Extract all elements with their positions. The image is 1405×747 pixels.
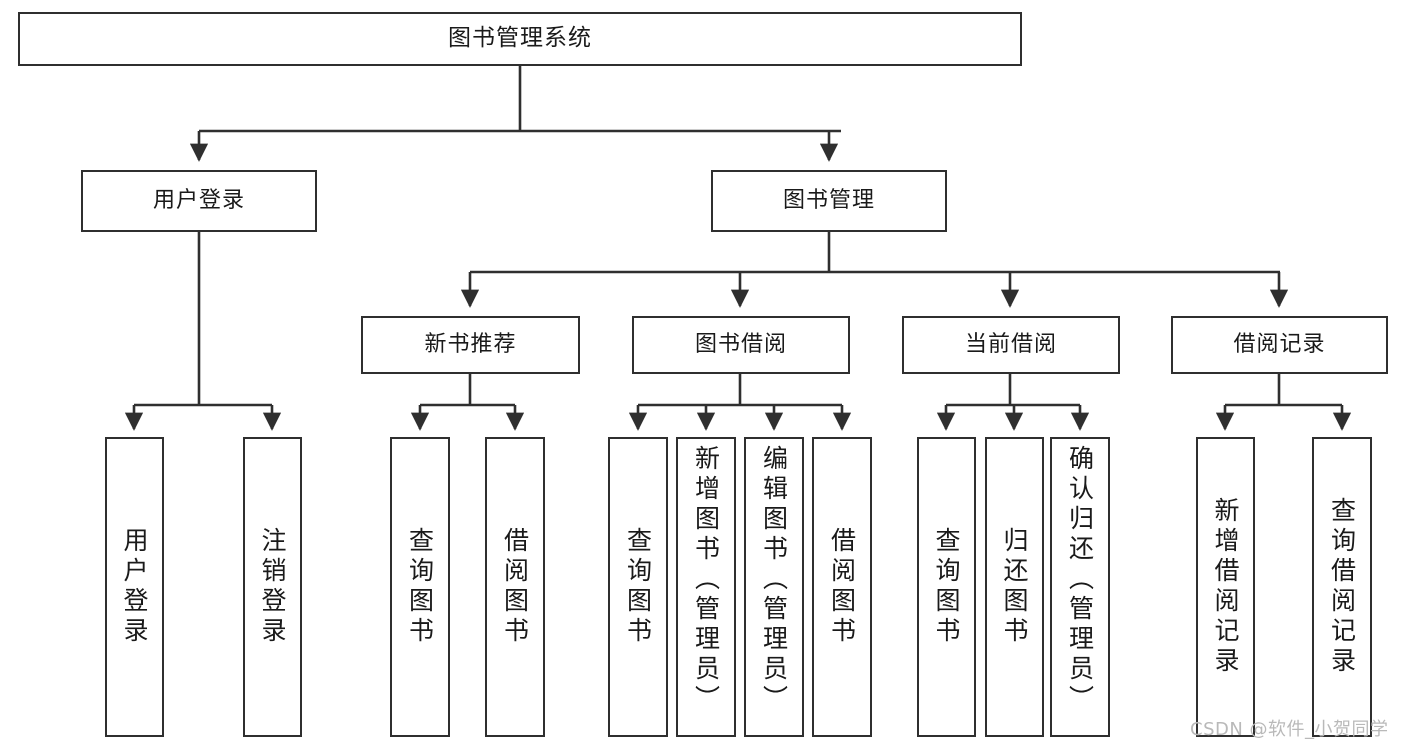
node-user-login-label: 用户登录 — [152, 187, 245, 213]
leaf-borrow-book-recommend-label: 借阅图书 — [500, 527, 530, 647]
leaf-add-book-admin[interactable]: 新增图书（管理员） — [676, 437, 736, 737]
node-book-management[interactable]: 图书管理 — [711, 170, 947, 232]
node-book-borrow-label: 图书借阅 — [694, 331, 787, 357]
node-root-label: 图书管理系统 — [448, 25, 592, 52]
node-new-book-recommend[interactable]: 新书推荐 — [361, 316, 580, 374]
node-current-borrow[interactable]: 当前借阅 — [902, 316, 1120, 374]
leaf-edit-book-admin[interactable]: 编辑图书（管理员） — [744, 437, 804, 737]
leaf-query-book-recommend[interactable]: 查询图书 — [390, 437, 450, 737]
leaf-confirm-return-admin-label: 确认归还（管理员） — [1065, 445, 1095, 715]
leaf-query-book-current[interactable]: 查询图书 — [917, 437, 976, 737]
leaf-query-book-borrow-label: 查询图书 — [623, 527, 653, 647]
node-borrow-record-label: 借阅记录 — [1233, 331, 1326, 357]
leaf-edit-book-admin-label: 编辑图书（管理员） — [759, 445, 789, 715]
leaf-query-borrow-record-label: 查询借阅记录 — [1327, 497, 1357, 677]
leaf-logout-login[interactable]: 注销登录 — [243, 437, 302, 737]
leaf-user-login[interactable]: 用户登录 — [105, 437, 164, 737]
leaf-user-login-label: 用户登录 — [120, 527, 149, 647]
node-book-borrow[interactable]: 图书借阅 — [632, 316, 850, 374]
leaf-add-borrow-record-label: 新增借阅记录 — [1211, 497, 1240, 677]
leaf-query-book-borrow[interactable]: 查询图书 — [608, 437, 668, 737]
leaf-logout-login-label: 注销登录 — [258, 527, 287, 647]
node-new-book-recommend-label: 新书推荐 — [424, 331, 517, 357]
node-root[interactable]: 图书管理系统 — [18, 12, 1022, 66]
leaf-borrow-book[interactable]: 借阅图书 — [812, 437, 872, 737]
node-user-login[interactable]: 用户登录 — [81, 170, 317, 232]
leaf-borrow-book-recommend[interactable]: 借阅图书 — [485, 437, 545, 737]
node-borrow-record[interactable]: 借阅记录 — [1171, 316, 1388, 374]
leaf-query-book-current-label: 查询图书 — [932, 527, 961, 647]
leaf-return-book-label: 归还图书 — [1000, 527, 1029, 647]
node-current-borrow-label: 当前借阅 — [964, 331, 1057, 357]
leaf-add-book-admin-label: 新增图书（管理员） — [691, 445, 721, 715]
node-book-management-label: 图书管理 — [782, 187, 875, 213]
leaf-borrow-book-label: 借阅图书 — [827, 527, 857, 647]
leaf-query-borrow-record[interactable]: 查询借阅记录 — [1312, 437, 1372, 737]
leaf-add-borrow-record[interactable]: 新增借阅记录 — [1196, 437, 1255, 737]
leaf-query-book-recommend-label: 查询图书 — [405, 527, 435, 647]
leaf-return-book[interactable]: 归还图书 — [985, 437, 1044, 737]
leaf-confirm-return-admin[interactable]: 确认归还（管理员） — [1050, 437, 1110, 737]
watermark-text: CSDN @软件_小贺同学 — [1190, 719, 1389, 740]
